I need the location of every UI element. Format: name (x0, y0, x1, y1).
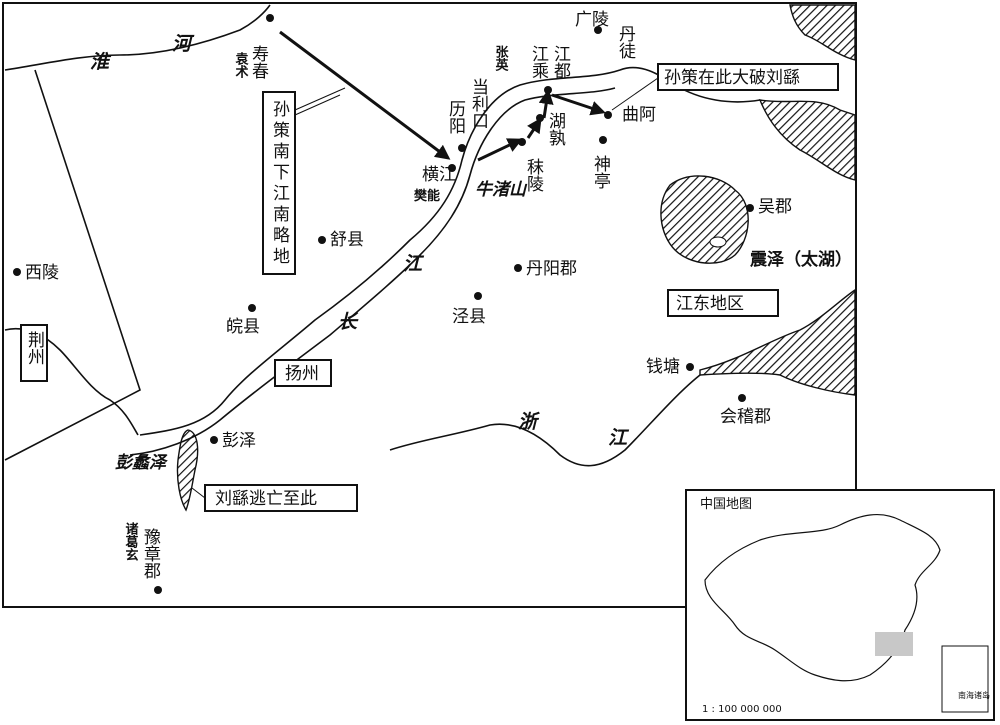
label-wujun: 吴郡 (758, 197, 792, 217)
sea-hangzhou-bay (699, 288, 856, 396)
taihu-lake (660, 175, 749, 264)
route-moling-husu (526, 117, 542, 139)
label-guangling: 广陵 (575, 10, 609, 30)
label-taihu: 震泽（太湖） (749, 249, 852, 270)
dot-shouchun (266, 14, 274, 22)
label-danyangjun: 丹阳郡 (526, 259, 577, 279)
label-fanneng: 樊能 (414, 188, 440, 204)
leader-victory (611, 77, 659, 111)
dot-qiantang (686, 363, 694, 371)
label-husu: 湖孰 (545, 112, 566, 147)
dot-xiling (13, 268, 21, 276)
sea-northeast (789, 4, 856, 61)
dot-jingxian (474, 292, 482, 300)
label-shenting: 神亭 (590, 155, 611, 189)
label-dantu: 丹徒 (615, 25, 636, 59)
label-jingxian: 泾县 (452, 307, 486, 327)
leader-flee (191, 487, 206, 499)
label-kuaijijun: 会稽郡 (720, 407, 771, 427)
dot-shenting (599, 136, 607, 144)
label-changjiang-1: 长 (338, 311, 359, 333)
box-jingzhou-text: 荆州 (24, 331, 45, 365)
box-route-title-text: 孙策南下江南略地 (269, 100, 290, 268)
dot-qua (604, 111, 612, 119)
label-niuzhushan: 牛渚山 (475, 180, 528, 200)
dot-danyangjun (514, 264, 522, 272)
dot-hengjiang (448, 164, 456, 172)
pengli-marsh (176, 429, 199, 512)
label-wanxian: 皖县 (226, 317, 260, 337)
label-danglikou: 当利口 (468, 78, 489, 129)
label-moling: 秣陵 (523, 158, 544, 192)
box-victory-text: 孙策在此大破刘繇 (664, 68, 800, 88)
box-route-title (262, 91, 296, 275)
label-shuxian: 舒县 (330, 230, 364, 250)
dot-wujun (746, 204, 754, 212)
sea-east (758, 99, 856, 181)
box-yangzhou (274, 359, 332, 387)
label-huai-1: 淮 (90, 51, 112, 73)
dot-moling (518, 138, 526, 146)
route-husu-jiangcheng (538, 89, 554, 119)
dot-kuaijijun (738, 394, 746, 402)
zhe-river (389, 374, 701, 467)
label-jiangdu: 江都 (550, 45, 571, 79)
label-qua: 曲阿 (622, 105, 656, 125)
label-qiantang: 钱塘 (646, 357, 680, 377)
leader-route (294, 87, 346, 116)
label-pengli: 彭蠡泽 (115, 453, 168, 473)
huai-river (4, 4, 271, 71)
jingzhou-boundary (4, 69, 141, 461)
inset-scale: 1 : 100 000 000 (702, 704, 782, 715)
dot-yuzhangjun (154, 586, 162, 594)
label-liyang: 历阳 (445, 100, 466, 134)
box-flee (204, 484, 358, 512)
label-shouchun: 寿春 (248, 45, 269, 79)
route-niuzhu-moling (477, 138, 523, 162)
inset-south-sea-box (941, 645, 989, 713)
dot-shuxian (318, 236, 326, 244)
label-zhangying: 张英 (493, 45, 510, 72)
label-zhe-1: 浙 (518, 411, 540, 433)
route-shouchun-hengjiang (279, 30, 451, 160)
dot-liyang (458, 144, 466, 152)
box-jiangdong (667, 289, 779, 317)
inset-title: 中国地图 (700, 497, 752, 512)
route-jiangcheng-qua (551, 93, 606, 116)
box-flee-text: 刘繇逃亡至此 (215, 489, 317, 509)
label-zhe-2: 江 (608, 427, 630, 449)
label-zhugexuan: 诸葛玄 (123, 521, 140, 562)
box-victory (657, 63, 839, 91)
dot-husu (536, 114, 544, 122)
label-yuanshu: 袁术 (233, 51, 250, 79)
label-jiangcheng: 江乘 (528, 45, 549, 79)
dot-wanxian (248, 304, 256, 312)
label-pengze: 彭泽 (222, 431, 256, 451)
label-hengjiang: 横江 (422, 165, 456, 185)
inset-china-outline (704, 514, 941, 682)
label-changjiang-2: 江 (403, 253, 425, 275)
label-yuzhangjun: 豫章郡 (140, 528, 161, 579)
box-jingzhou (20, 324, 48, 382)
box-jiangdong-text: 江东地区 (676, 294, 744, 314)
inset-highlight (875, 632, 913, 656)
dot-guangling (594, 26, 602, 34)
map-frame (2, 2, 857, 608)
changjiang-river (139, 66, 761, 436)
box-yangzhou-text: 扬州 (285, 364, 319, 384)
label-huai-2: 河 (172, 33, 195, 55)
label-xiling: 西陵 (25, 263, 59, 283)
dot-pengze (210, 436, 218, 444)
changjiang-bank (129, 87, 616, 456)
inset-south-sea: 南海诸岛 (958, 690, 990, 700)
dot-jiangdu (544, 86, 552, 94)
